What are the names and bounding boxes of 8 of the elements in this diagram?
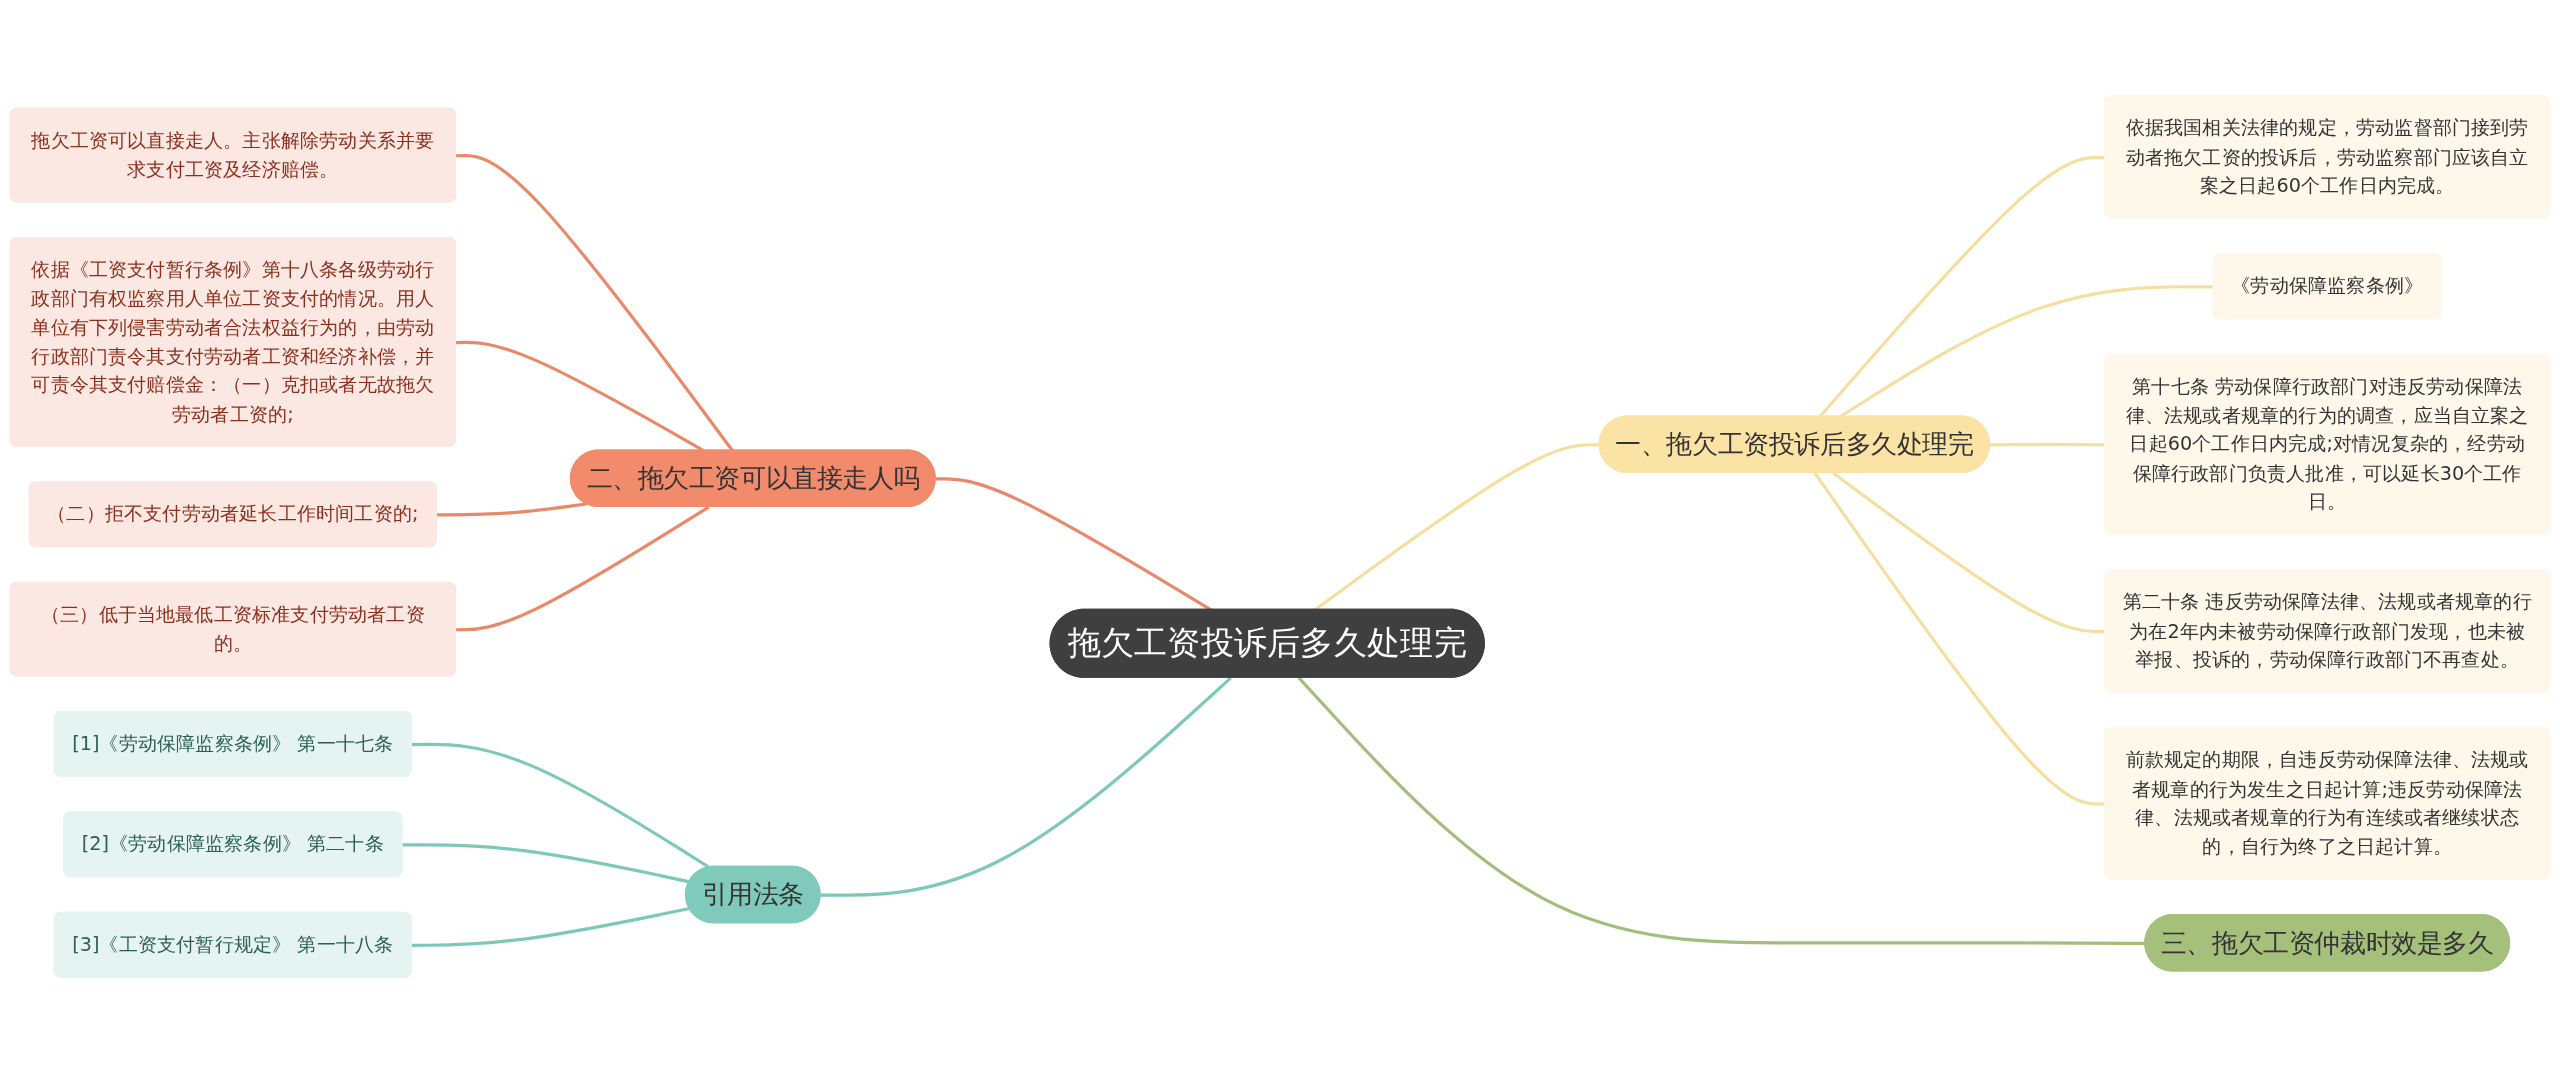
connector <box>411 906 690 947</box>
connector <box>820 676 1232 897</box>
connector <box>1297 676 2146 946</box>
connector <box>402 843 690 884</box>
connector <box>436 502 587 517</box>
connector <box>456 505 710 632</box>
connector <box>456 154 734 452</box>
connector <box>411 742 711 869</box>
